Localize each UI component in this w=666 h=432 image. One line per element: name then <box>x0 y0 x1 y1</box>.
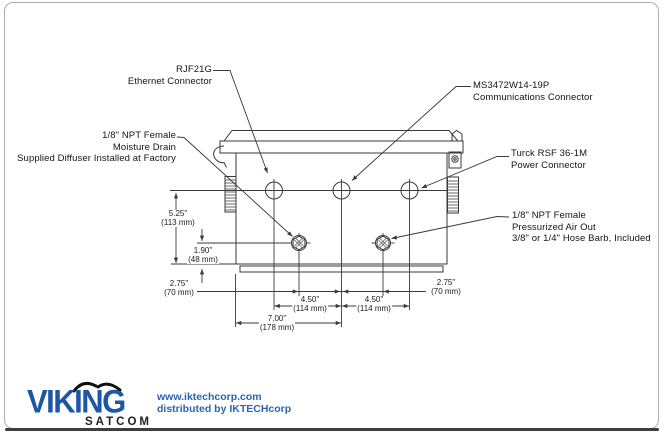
dim-2-75-left-mm: (70 mm) <box>164 287 194 297</box>
enclosure-lid-top <box>222 130 460 142</box>
dim-7-00-in: 7.00" <box>267 314 287 323</box>
power-connector-hole <box>400 181 419 200</box>
dim-4-50-right-in: 4.50" <box>364 295 384 304</box>
image-bottom-rule <box>5 428 659 431</box>
right-latch-pin <box>451 155 459 163</box>
callout-power: Turck RSF 36-1M Power Connector <box>511 148 587 171</box>
comms-connector-hole <box>332 181 351 200</box>
callout-ethernet: RJF21G Ethernet Connector <box>128 64 212 87</box>
right-knurl-ridges <box>447 180 459 212</box>
callout-power-line2: Power Connector <box>511 159 586 171</box>
footer-distribution: distributed by IKTECHcorp <box>157 403 292 415</box>
leader-airout <box>391 216 510 240</box>
callout-comms-line2: Communications Connector <box>473 91 593 103</box>
dim-4-50-right-mm: (114 mm) <box>357 303 391 313</box>
callout-comms-line1: MS3472W14-19P <box>473 80 550 91</box>
satcom-logo-text: SATCOM <box>85 416 152 428</box>
right-knurled-knob <box>447 176 459 214</box>
dim-2-75-right-in: 2.75" <box>436 278 456 287</box>
dim-2-75-right-mm: (70 mm) <box>431 286 461 296</box>
moisture-drain-fitting <box>291 235 307 251</box>
dim-2-75-left-in: 2.75" <box>169 279 189 288</box>
viking-horns-icon <box>72 381 122 393</box>
leader-power <box>421 156 509 189</box>
dim-5-25-in: 5.25" <box>168 209 188 218</box>
dim-5-25-mm: (113 mm) <box>161 217 195 227</box>
dim-4-50-left-in: 4.50" <box>300 295 320 304</box>
ethernet-connector-hole <box>265 181 283 200</box>
callout-ethernet-line1: RJF21G <box>176 64 212 75</box>
dim-1-90-mm: (48 mm) <box>188 254 218 264</box>
callout-drain-line3: Supplied Diffuser Installed at Factory <box>17 153 176 164</box>
right-latch <box>448 151 462 169</box>
callout-airout-line3: 3/8" or 1/4" Hose Barb, Included <box>512 233 651 244</box>
dim-1-90-in: 1.90" <box>193 246 213 255</box>
left-latch-hook <box>213 145 227 168</box>
dim-4-50-left: 4.50" (114 mm) <box>292 295 328 313</box>
leader-ethernet <box>213 70 268 174</box>
callout-drain-line1: 1/8" NPT Female <box>102 130 176 141</box>
callout-airout: 1/8" NPT Female Pressurized Air Out 3/8"… <box>512 210 651 245</box>
callout-ethernet-line2: Ethernet Connector <box>127 75 212 87</box>
leader-drain <box>176 136 293 237</box>
left-knurled-knob <box>224 176 237 213</box>
air-out-fitting <box>375 235 391 251</box>
callout-airout-line2: Pressurized Air Out <box>512 221 596 233</box>
dim-4-50-right: 4.50" (114 mm) <box>356 295 392 313</box>
dim-2-75-right: 2.75" (70 mm) <box>430 278 462 296</box>
footer-website: www.iktechcorp.com <box>157 391 262 403</box>
right-hinge-tab <box>451 129 463 142</box>
left-knurl-ridges <box>225 179 236 211</box>
dim-2-75-left: 2.75" (70 mm) <box>163 279 195 297</box>
dim-4-50-left-mm: (114 mm) <box>293 303 327 313</box>
viking-logo-text: VIKING <box>27 383 126 420</box>
callout-drain-line2: Moisture Drain <box>112 141 176 153</box>
dim-1-90: 1.90" (48 mm) <box>187 246 219 264</box>
leader-comms <box>351 86 471 181</box>
dim-7-00-mm: (178 mm) <box>259 322 295 332</box>
right-latch-pin-center <box>453 157 457 161</box>
dim-7-00: 7.00" (178 mm) <box>258 314 296 332</box>
callout-power-line1: Turck RSF 36-1M <box>511 148 588 159</box>
callout-airout-line1: 1/8" NPT Female <box>512 210 586 221</box>
callout-comms: MS3472W14-19P Communications Connector <box>473 80 593 103</box>
dim-5-25: 5.25" (113 mm) <box>160 209 196 227</box>
callout-drain: 1/8" NPT Female Moisture Drain Supplied … <box>17 130 176 165</box>
footer-links: www.iktechcorp.com distributed by IKTECH… <box>157 391 291 415</box>
